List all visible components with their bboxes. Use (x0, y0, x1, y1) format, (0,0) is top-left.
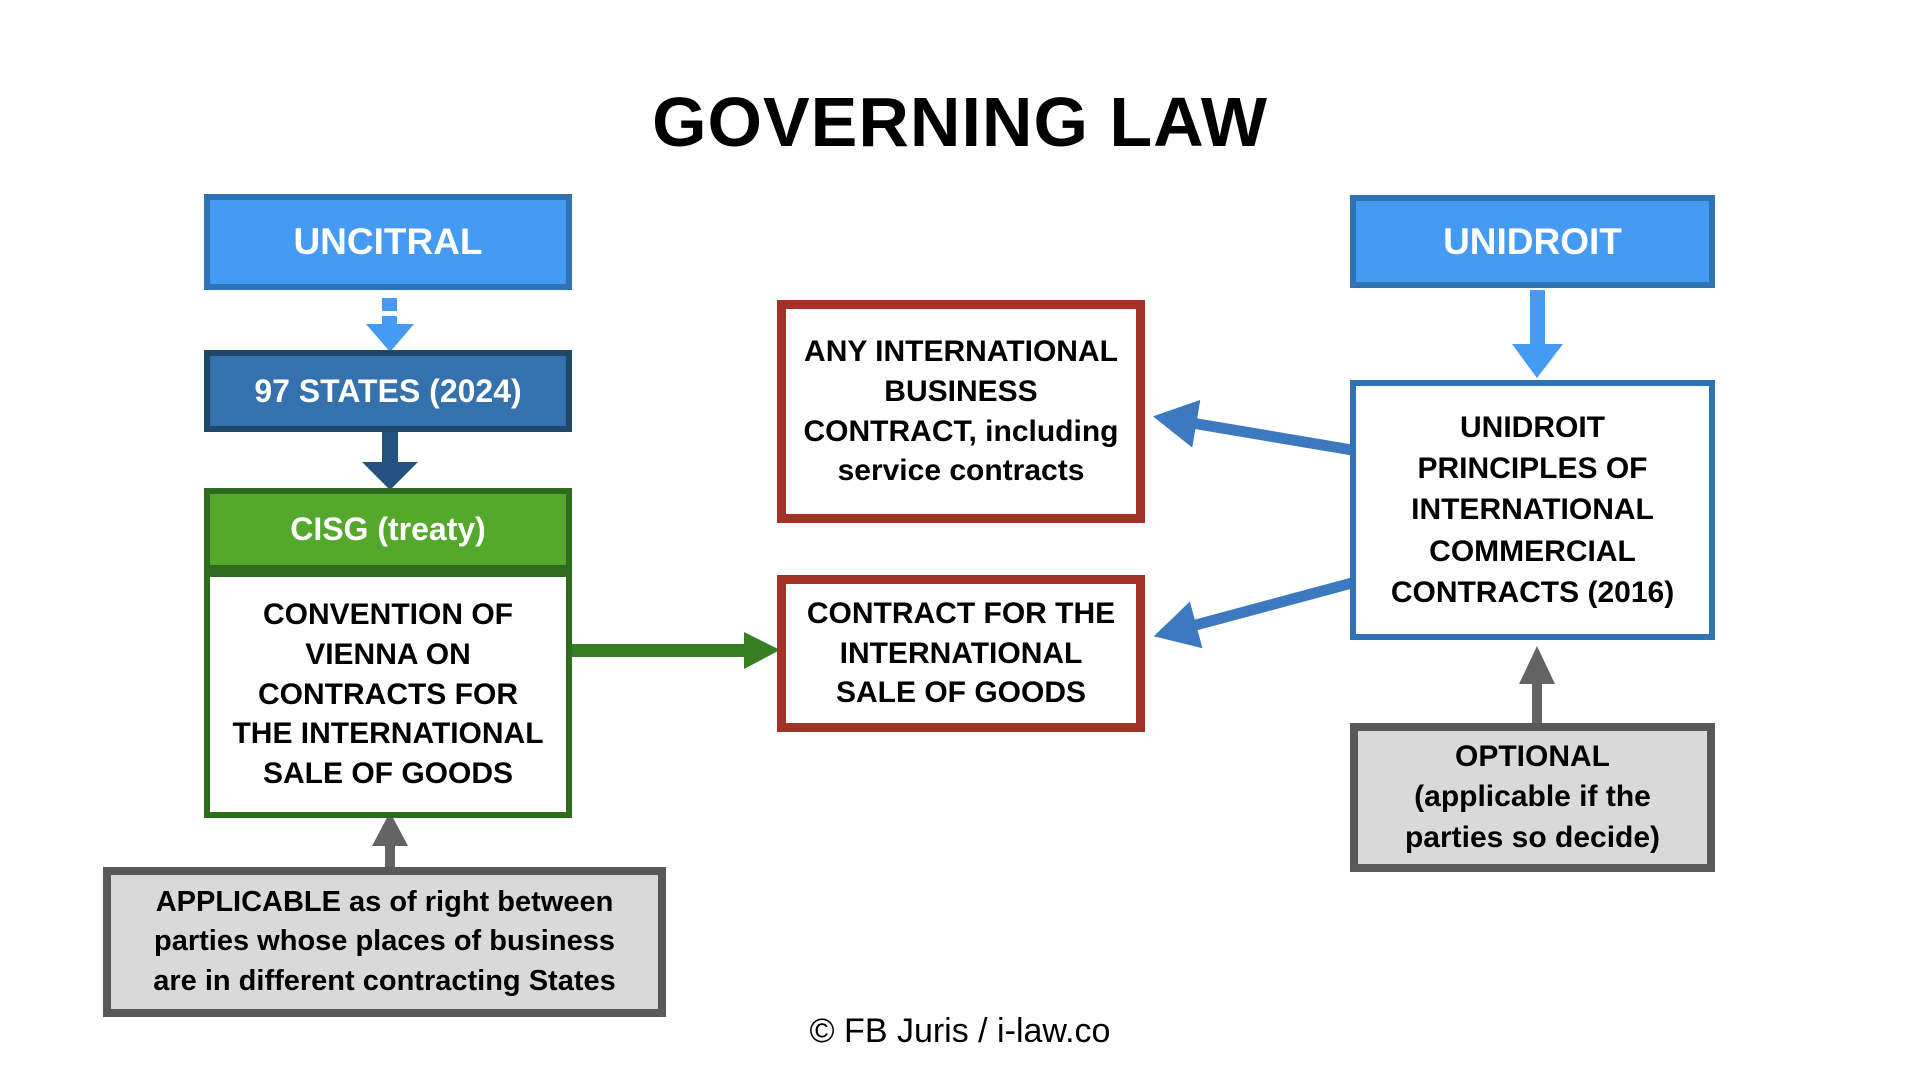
cisg-body: CONVENTION OF VIENNA ON CONTRACTS FOR TH… (204, 571, 572, 818)
unidroit-principles-text: UNIDROIT PRINCIPLES OF INTERNATIONAL COM… (1390, 410, 1675, 610)
states-box: 97 STATES (2024) (204, 350, 572, 432)
states-label: 97 STATES (2024) (254, 372, 522, 409)
applicable-to-cisg-arrow (372, 812, 408, 868)
optional-note-box: OPTIONAL (applicable if the parties so d… (1350, 723, 1715, 872)
cisg-to-sale-of-goods-arrow (570, 632, 780, 669)
unidroit-to-principles-arrow (1512, 290, 1563, 378)
copyright-footer: © FB Juris / i-law.co (809, 1012, 1111, 1050)
uncitral-box: UNCITRAL (204, 194, 572, 290)
optional-to-principles-arrow (1519, 646, 1555, 725)
any-contract-text: ANY INTERNATIONAL BUSINESS CONTRACT, inc… (803, 334, 1119, 488)
unidroit-label: UNIDROIT (1443, 220, 1622, 262)
principles-to-any-contract-arrow (1152, 399, 1353, 456)
states-to-cisg-arrow (362, 430, 418, 490)
uncitral-to-states-arrow (366, 298, 414, 352)
sale-of-goods-box: CONTRACT FOR THE INTERNATIONAL SALE OF G… (777, 575, 1145, 732)
applicable-note-text: APPLICABLE as of right between parties w… (153, 886, 616, 997)
page-title: GOVERNING LAW (652, 83, 1268, 161)
unidroit-principles-box: UNIDROIT PRINCIPLES OF INTERNATIONAL COM… (1350, 380, 1715, 640)
cisg-header-label: CISG (treaty) (290, 511, 486, 547)
uncitral-label: UNCITRAL (293, 221, 483, 262)
sale-of-goods-text: CONTRACT FOR THE INTERNATIONAL SALE OF G… (806, 596, 1116, 710)
cisg-header: CISG (treaty) (204, 488, 572, 571)
any-contract-box: ANY INTERNATIONAL BUSINESS CONTRACT, inc… (777, 300, 1145, 523)
unidroit-box: UNIDROIT (1350, 195, 1715, 288)
cisg-box: CISG (treaty) CONVENTION OF VIENNA ON CO… (204, 488, 572, 818)
optional-note-text: OPTIONAL (applicable if the parties so d… (1404, 739, 1661, 854)
principles-to-sale-of-goods-arrow (1153, 577, 1354, 649)
cisg-body-text: CONVENTION OF VIENNA ON CONTRACTS FOR TH… (232, 597, 544, 791)
applicable-note-box: APPLICABLE as of right between parties w… (103, 867, 666, 1017)
